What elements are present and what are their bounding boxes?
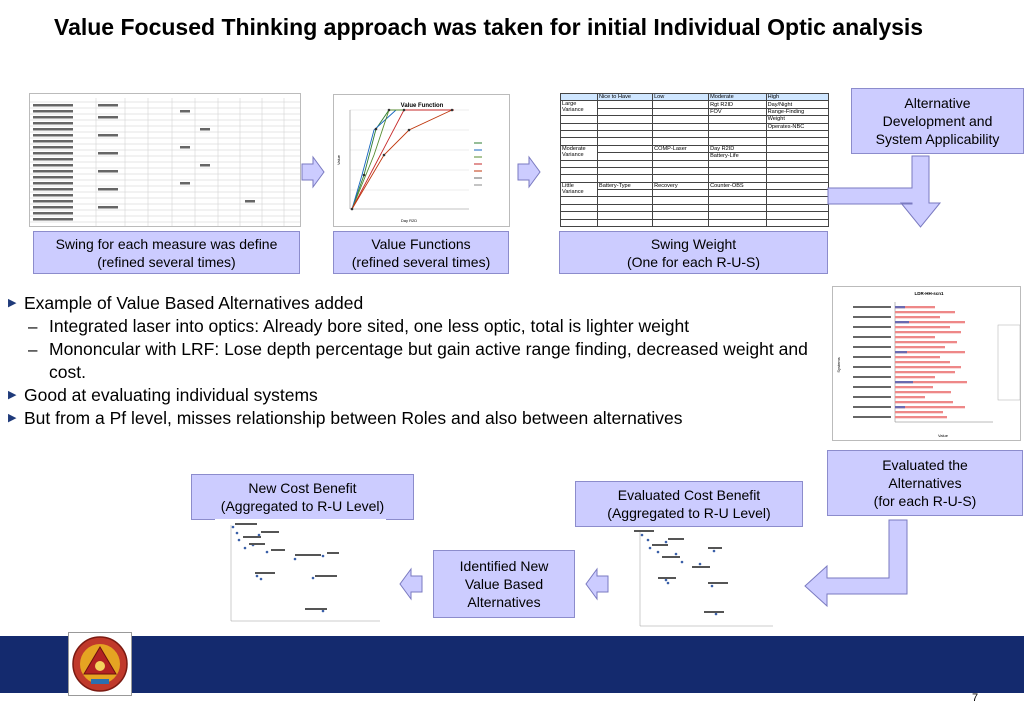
swing-weight-table: Nice to Have Low Moderate High Large Var… <box>560 93 829 227</box>
value-function-series-4 <box>351 109 454 210</box>
cell-battery-life: Battery-Life <box>708 152 767 161</box>
swing-measure-callout: Swing for each measure was define (refin… <box>33 231 300 274</box>
sub-bullet-item: –Integrated laser into optics: Already b… <box>28 316 690 336</box>
left-arrow-icon <box>585 567 609 601</box>
value-function-xlabel: Day R2D <box>401 218 417 223</box>
sub-bullet-item: –Mononcular with LRF: Lose depth percent… <box>28 339 808 382</box>
cell-day-night: Day/Night <box>765 100 829 109</box>
triangle-bullet-icon: ▶ <box>8 389 17 401</box>
bullet-item: ▶But from a Pf level, misses relationshi… <box>8 408 683 428</box>
alternative-development-callout: Alternative Development and System Appli… <box>851 88 1024 154</box>
evaluated-alternatives-plot: LDR-HH-scn1 Value Systems <box>836 291 1020 438</box>
swing-header-high: High <box>765 93 829 102</box>
page-number: 7 <box>972 692 979 704</box>
triangle-bullet-icon: ▶ <box>8 412 17 424</box>
cell-counter-obs: Counter-OBS <box>708 181 767 191</box>
bullet-list: ▶Example of Value Based Alternatives add… <box>0 292 840 430</box>
dash-bullet-icon: – <box>28 317 38 336</box>
value-function-plot: Value Function Day R2D Value <box>336 103 482 223</box>
dash-bullet-icon: – <box>28 340 38 359</box>
cell-battery-type: Battery-Type <box>596 181 654 191</box>
value-function-ylabel: Value <box>336 154 341 165</box>
value-function-series-3 <box>351 109 409 210</box>
organization-logo <box>68 632 132 696</box>
cell-weight: Weight <box>765 115 829 124</box>
bullet-item: ▶Example of Value Based Alternatives add… <box>8 293 364 313</box>
value-function-chart: Value Function Day R2D Value <box>333 94 510 227</box>
swing-measure-spreadsheet <box>29 93 301 227</box>
evaluated-chart-xlabel: Value <box>938 433 949 438</box>
cell-fov: FOV <box>708 107 767 117</box>
value-function-series-5 <box>351 109 453 210</box>
evaluated-cost-benefit-callout: Evaluated Cost Benefit (Aggregated to R-… <box>575 481 803 527</box>
crest-icon <box>72 636 128 692</box>
evaluated-cost-benefit-scatter <box>634 530 773 627</box>
bent-arrow-left-icon <box>804 519 908 608</box>
value-functions-callout: Value Functions (refined several times) <box>333 231 509 274</box>
evaluated-chart-ylabel: Systems <box>836 357 841 372</box>
evaluated-alternatives-chart: LDR-HH-scn1 Value Systems <box>832 286 1021 441</box>
swing-weight-callout: Swing Weight (One for each R-U-S) <box>559 231 828 274</box>
new-cost-benefit-scatter <box>230 523 380 622</box>
triangle-bullet-icon: ▶ <box>8 297 17 309</box>
swing-header-low: Low <box>652 93 710 102</box>
new-cost-benefit-chart <box>215 519 386 629</box>
swing-header-moderate: Moderate <box>708 93 767 102</box>
left-arrow-icon <box>399 567 423 601</box>
cell-day-r2id: Day R2ID <box>708 144 767 154</box>
evaluated-chart-title: LDR-HH-scn1 <box>914 291 943 296</box>
evaluated-cost-benefit-chart <box>628 528 778 633</box>
cell-range-finding: Range-Finding <box>765 107 829 117</box>
right-arrow-icon <box>517 155 541 189</box>
cell-operates-nbc: Operates-NBC <box>765 122 829 131</box>
new-cost-benefit-callout: New Cost Benefit (Aggregated to R-U Leve… <box>191 474 414 520</box>
evaluated-alternatives-callout: Evaluated the Alternatives (for each R-U… <box>827 450 1023 516</box>
row-group-little: Little Variance <box>560 181 598 198</box>
identified-new-alternatives-callout: Identified New Value Based Alternatives <box>433 550 575 618</box>
bent-arrow-down-icon <box>827 155 942 228</box>
cell-comp-laser: COMP-Laser <box>652 144 710 154</box>
spreadsheet-image <box>30 98 300 226</box>
bullet-item: ▶Good at evaluating individual systems <box>8 385 318 405</box>
row-group-large: Large Variance <box>560 100 598 117</box>
cell-rgt-r2id: Rgt R2ID <box>708 100 767 109</box>
slide-title: Value Focused Thinking approach was take… <box>54 14 924 40</box>
right-arrow-icon <box>301 155 325 189</box>
value-function-title: Value Function <box>401 103 444 109</box>
footer-bar <box>0 636 1024 693</box>
swing-header-nice: Nice to Have <box>596 93 654 102</box>
row-group-moderate: Moderate Variance <box>560 144 598 161</box>
cell-recovery: Recovery <box>652 181 710 191</box>
